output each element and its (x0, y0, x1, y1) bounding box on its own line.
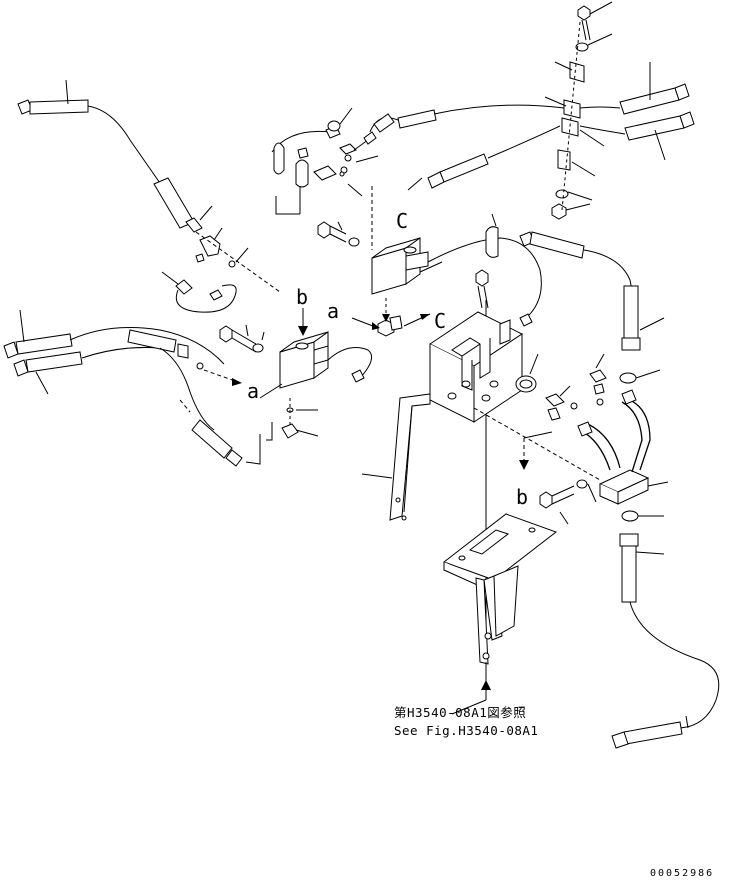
lower-bracket (442, 513, 558, 715)
reference-note-en: See Fig.H3540-08A1 (394, 723, 538, 738)
marker-a-upper: a (327, 299, 339, 323)
marker-a-left: a (247, 379, 259, 403)
drawing-code: 00052986 (650, 868, 714, 879)
mid-top-fittings (271, 107, 395, 215)
left-hoses (3, 309, 261, 467)
marker-b-lower: b (516, 485, 528, 509)
right-manifold (519, 353, 669, 525)
upper-middle-hose (369, 104, 565, 191)
left-valve-block (203, 308, 373, 441)
marker-c-upper: C (396, 209, 408, 233)
right-hoses (519, 231, 720, 749)
top-left-hose (17, 79, 281, 313)
bracket-assembly (361, 311, 601, 521)
marker-b-upper: b (296, 285, 308, 309)
reference-note-jp: 第H3540-08A1図参照 (394, 705, 526, 720)
top-right-fittings (544, 1, 613, 220)
upper-valve-block (317, 186, 542, 680)
top-right-hoses (579, 62, 695, 161)
marker-c-lower: C (434, 309, 446, 333)
